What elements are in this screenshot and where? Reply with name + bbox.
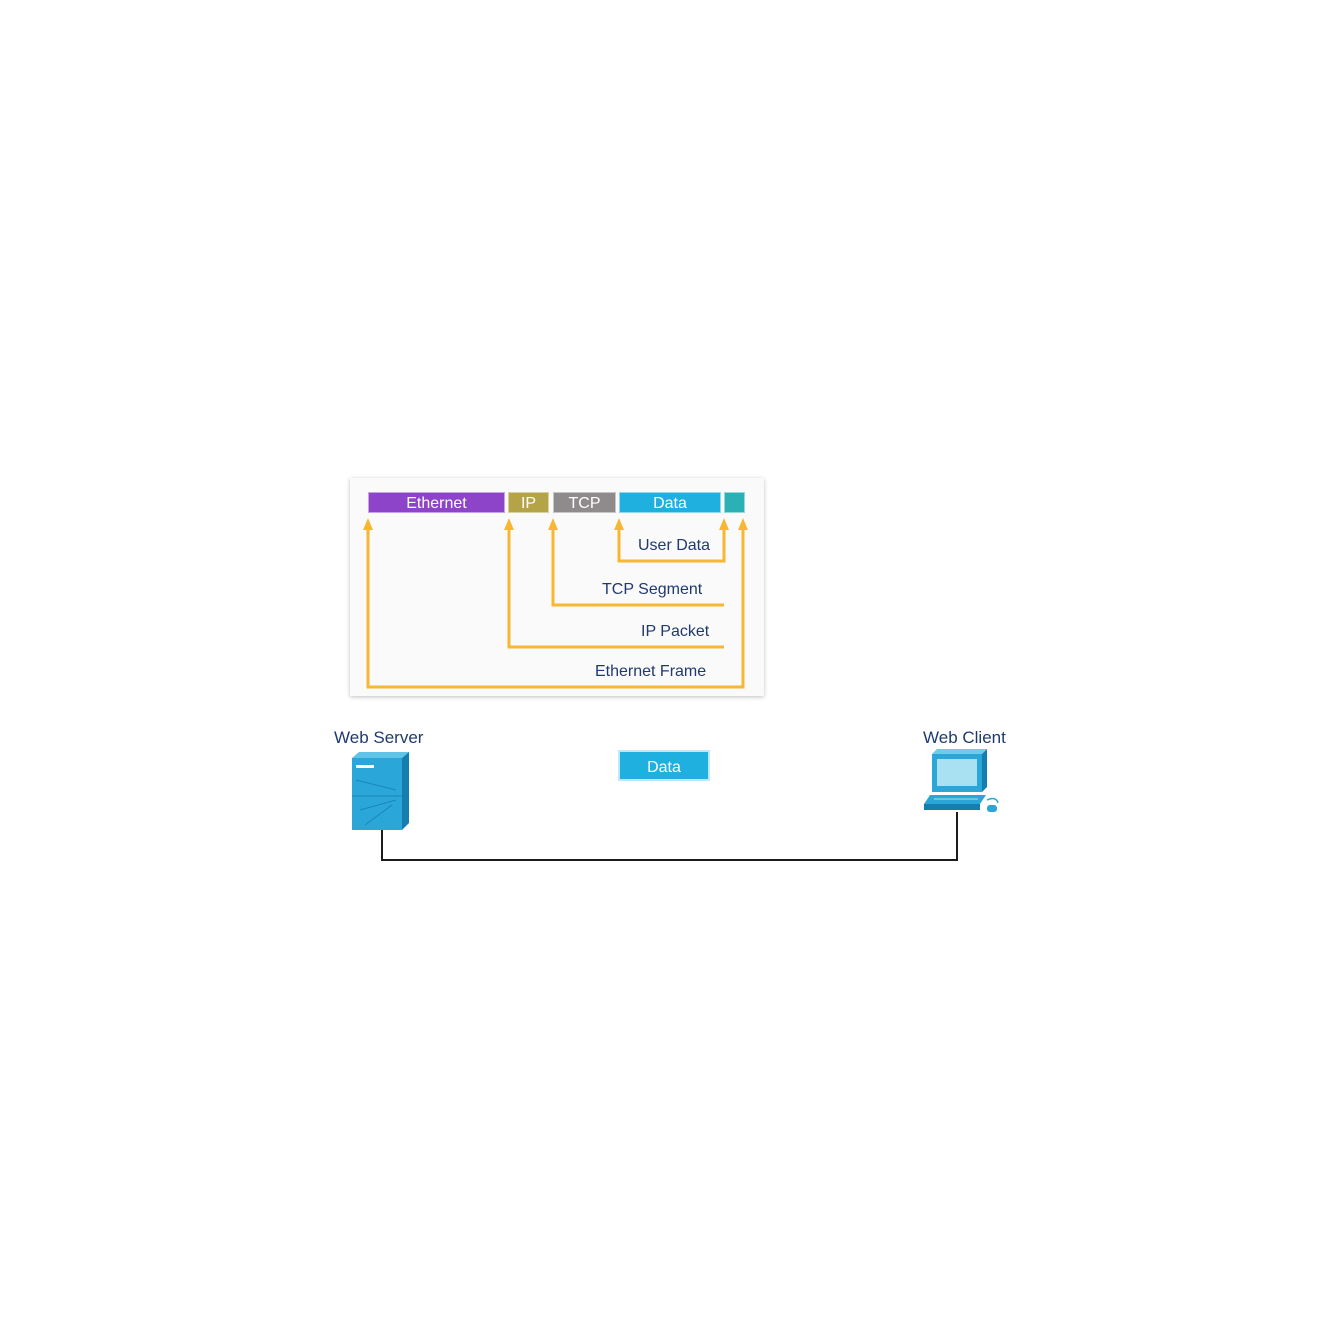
user-data-bracket [617, 527, 726, 563]
web-client-label: Web Client [923, 728, 1006, 747]
ethernet-header-segment: Ethernet [368, 492, 505, 513]
ethernet-trailer-segment [724, 492, 745, 513]
arrowhead-ip [504, 518, 514, 530]
ip-packet-label: IP Packet [641, 623, 710, 640]
ip-packet-bracket [507, 527, 724, 649]
ip-header-segment: IP [508, 492, 549, 513]
web-server-label: Web Server [334, 728, 424, 747]
tcp-segment-label: TCP Segment [602, 581, 703, 598]
arrowhead-ethernet [363, 518, 373, 530]
arrowhead-data-end [719, 518, 729, 530]
tcp-header-segment: TCP [553, 492, 616, 513]
server-icon [352, 752, 409, 830]
arrowhead-data [614, 518, 624, 530]
computer-icon [924, 749, 999, 812]
encapsulation-panel [350, 478, 764, 696]
network-cable [381, 812, 958, 861]
arrowhead-tcp [548, 518, 558, 530]
data-segment: Data [619, 492, 721, 513]
data-in-transit-box: Data [620, 752, 708, 779]
ethernet-frame-label: Ethernet Frame [595, 663, 707, 680]
user-data-label: User Data [638, 537, 711, 554]
tcp-segment-bracket [551, 527, 724, 607]
ethernet-frame-bracket [366, 527, 745, 689]
arrowhead-frame-end [738, 518, 748, 530]
